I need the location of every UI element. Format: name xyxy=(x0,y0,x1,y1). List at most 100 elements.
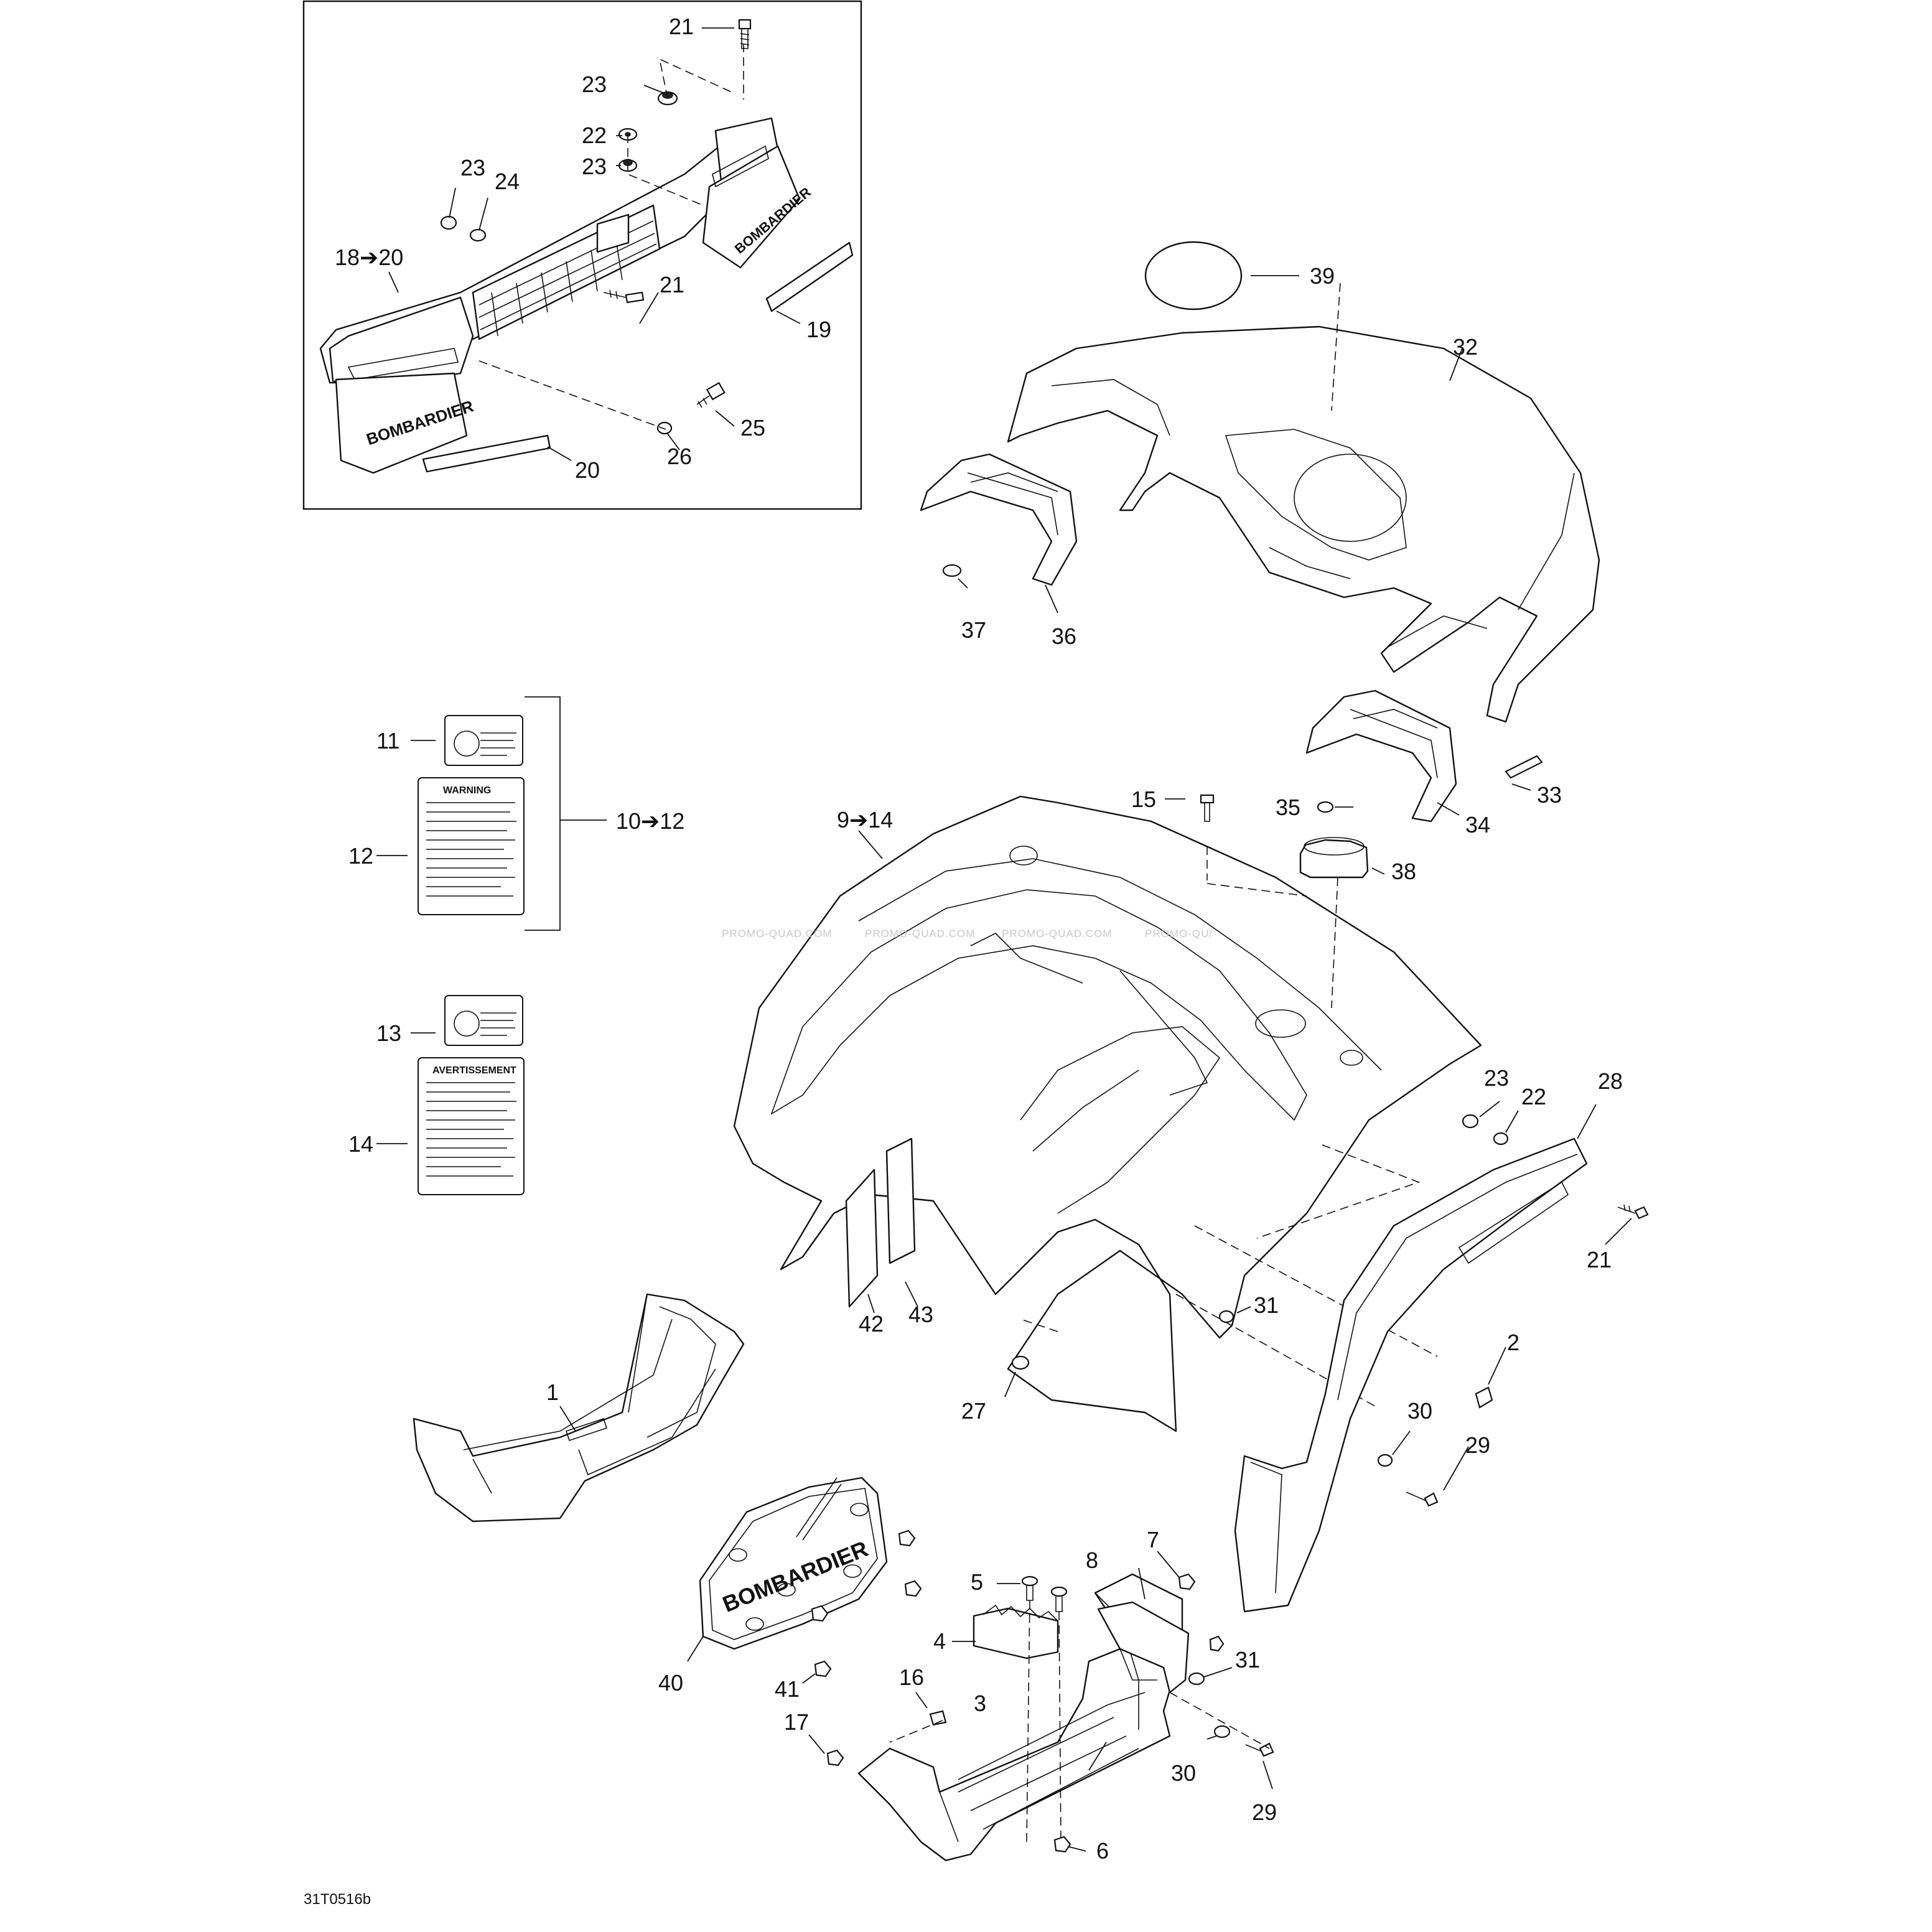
cap-38 xyxy=(1299,839,1369,879)
callout-21-right: 21 xyxy=(1587,1247,1612,1272)
watermark-2: PROMO-QUAD.COM xyxy=(865,928,975,940)
trim-strip-19 xyxy=(765,241,854,312)
vent-34 xyxy=(1305,689,1457,823)
screw-21-mid xyxy=(603,289,645,304)
bolt-16 xyxy=(929,1710,947,1726)
callout-22-inset: 22 xyxy=(582,123,607,148)
callout-16: 16 xyxy=(899,1664,924,1690)
decal-12 xyxy=(418,777,525,915)
washer-31-lower xyxy=(1188,1672,1205,1686)
decal-12-title: WARNING xyxy=(443,785,491,796)
callout-34: 34 xyxy=(1465,812,1490,838)
rear-fender-group: 9➔14 15 38 42 43 31 27 PROMO-QUAD.COM PR… xyxy=(722,786,1482,1432)
badge-plate-40 xyxy=(699,1477,888,1650)
nut-41-c xyxy=(811,1605,829,1622)
cap-39 xyxy=(1144,241,1243,310)
nut-6 xyxy=(1053,1836,1071,1853)
decal-14 xyxy=(418,1057,525,1195)
decal-14-title: AVERTISSEMENT xyxy=(432,1065,516,1076)
bolt-2 xyxy=(1475,1386,1493,1409)
callout-11: 11 xyxy=(376,728,399,754)
fender-extension-28 xyxy=(1234,1137,1588,1613)
callout-20: 20 xyxy=(575,457,600,483)
screw-25 xyxy=(696,381,726,408)
washer-22-right xyxy=(1493,1132,1509,1146)
badge-plate-group: BOMBARDIER 40 41 xyxy=(658,1477,922,1702)
callout-9-14: 9➔14 xyxy=(837,807,893,833)
callout-31-upper: 31 xyxy=(1254,1292,1279,1318)
callout-4: 4 xyxy=(933,1628,946,1654)
washer-24 xyxy=(469,228,487,242)
vent-36 xyxy=(920,453,1078,586)
callout-29-upper: 29 xyxy=(1465,1432,1490,1458)
watermark-4: PROMO-QU/ xyxy=(1145,928,1213,940)
callout-6: 6 xyxy=(1096,1838,1109,1864)
callout-8: 8 xyxy=(1086,1547,1098,1573)
callout-23-inset-c: 23 xyxy=(460,155,485,180)
callout-27: 27 xyxy=(961,1398,986,1424)
rear-cover-group: 39 32 37 36 33 35 34 xyxy=(920,241,1600,838)
fender-extension-group: 23 22 28 21 2 30 29 xyxy=(1234,1065,1649,1613)
washer-35 xyxy=(1317,801,1334,813)
rear-cover-32 xyxy=(1007,325,1600,723)
flap-42 xyxy=(845,1169,879,1308)
callout-37: 37 xyxy=(961,617,986,643)
callout-30-upper: 30 xyxy=(1407,1398,1432,1424)
nut-17 xyxy=(826,1749,844,1766)
rear-fender xyxy=(733,795,1482,1432)
callout-19: 19 xyxy=(806,317,831,342)
nut-41-b xyxy=(904,1580,922,1597)
callout-26: 26 xyxy=(667,444,692,469)
watermark-1: PROMO-QUAD.COM xyxy=(722,928,832,940)
bolt-29-upper xyxy=(1406,1491,1439,1507)
front-grille-assembly: BOMBARDIER BOMBARDIER xyxy=(319,117,814,474)
washer-26 xyxy=(656,421,673,435)
screw-5b xyxy=(1050,1586,1068,1612)
bolt-29-lower xyxy=(1245,1742,1274,1757)
screw-5 xyxy=(1021,1575,1038,1601)
callout-38: 38 xyxy=(1391,859,1416,884)
flap-43 xyxy=(885,1137,916,1264)
callout-13: 13 xyxy=(376,1020,401,1046)
nut-7 xyxy=(1178,1573,1196,1590)
bracket-8 xyxy=(1097,1601,1190,1694)
callout-2: 2 xyxy=(1507,1330,1519,1355)
footpeg-4 xyxy=(973,1607,1059,1659)
clip-33 xyxy=(1505,755,1543,779)
callout-25: 25 xyxy=(740,415,765,441)
screw-21-top xyxy=(738,19,752,49)
callout-23-inset-a: 23 xyxy=(582,72,607,97)
nut-23-right xyxy=(1462,1114,1479,1129)
callout-23-inset-b: 23 xyxy=(582,154,607,179)
washer-27 xyxy=(1011,1355,1030,1370)
washer-37 xyxy=(942,564,962,577)
callout-10-12: 10➔12 xyxy=(616,808,684,834)
callout-41: 41 xyxy=(775,1676,800,1702)
inset-frame xyxy=(302,0,862,510)
nut-23-c xyxy=(440,215,457,230)
footrest-3 xyxy=(857,1573,1183,1862)
callout-5: 5 xyxy=(971,1569,983,1595)
callout-3: 3 xyxy=(974,1691,986,1716)
decal-labels: WARNING AVERTISSEMENT 11 12 10➔12 13 14 xyxy=(348,696,684,1195)
callout-39: 39 xyxy=(1310,263,1335,289)
callout-40: 40 xyxy=(658,1670,683,1696)
callout-36: 36 xyxy=(1052,623,1076,649)
callout-30-lower: 30 xyxy=(1171,1760,1196,1786)
callout-32: 32 xyxy=(1453,334,1478,360)
callout-24: 24 xyxy=(495,169,520,194)
callout-1: 1 xyxy=(546,1379,559,1405)
callout-17: 17 xyxy=(784,1709,809,1735)
washer-31-upper xyxy=(1218,1310,1234,1323)
callout-29-lower: 29 xyxy=(1252,1799,1277,1825)
footrest-group: 5 4 8 7 3 16 17 6 31 30 29 xyxy=(784,1527,1277,1864)
callout-18-20: 18➔20 xyxy=(335,245,403,270)
callout-21-inset-mid: 21 xyxy=(660,272,684,297)
callout-33: 33 xyxy=(1537,782,1562,808)
callout-7: 7 xyxy=(1147,1527,1159,1552)
watermark-3: PROMO-QUAD.COM xyxy=(1002,928,1112,940)
storage-bin-group: 1 xyxy=(413,1293,745,1523)
storage-bin-1 xyxy=(413,1293,745,1523)
callout-22-right: 22 xyxy=(1521,1084,1546,1109)
